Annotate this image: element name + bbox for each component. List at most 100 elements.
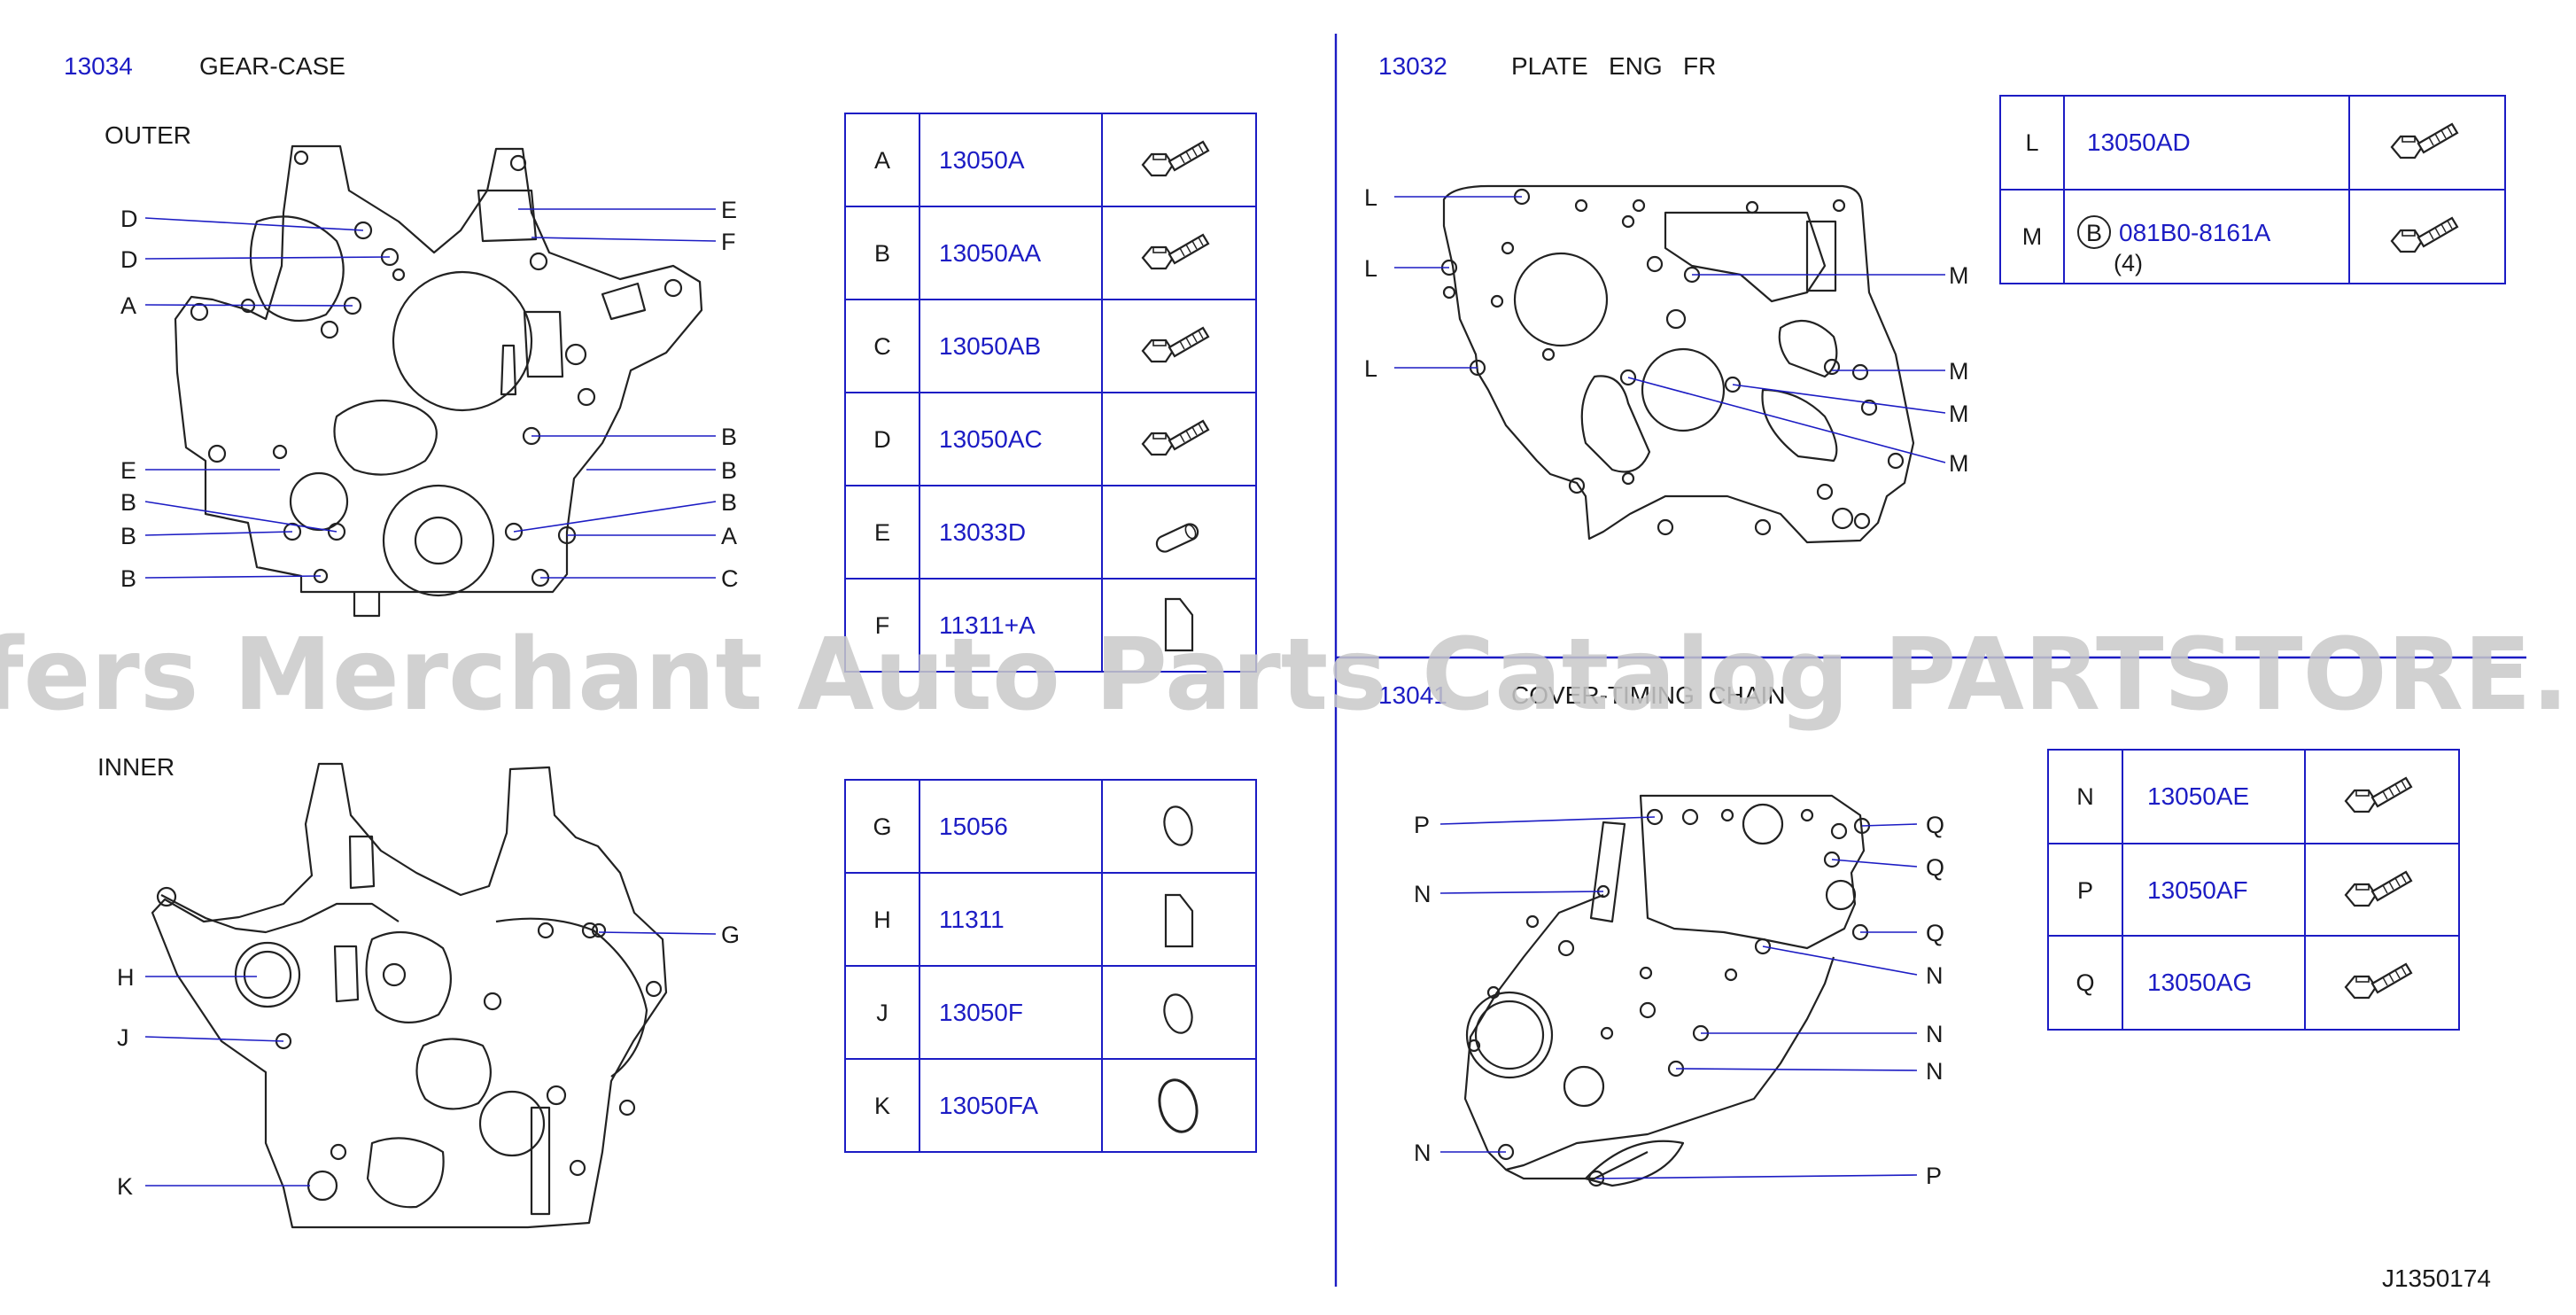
row-key: N <box>2076 783 2094 810</box>
standard-part-badge <box>2077 215 2111 249</box>
callout-label: M <box>1949 450 1969 477</box>
inner-seals-table: G 15056 H 11311 J 13050F K 13050FA <box>844 779 1257 1153</box>
part-number[interactable]: 13050A <box>939 146 1025 174</box>
part-number[interactable]: 11311+A <box>939 611 1036 639</box>
callout-label: P <box>1414 812 1430 838</box>
section-code-plate: 13032 <box>1378 52 1447 80</box>
callout-label: B <box>721 457 737 484</box>
diagram-id: J1350174 <box>2382 1264 2491 1292</box>
watermark-text: Offers Merchant Auto Parts Catalog PARTS… <box>0 618 2576 733</box>
row-key: L <box>2025 129 2038 156</box>
bolt-icon <box>2390 216 2459 253</box>
cover-timing-chain-drawing <box>1463 794 1871 1187</box>
outer-fasteners-table: A 13050A B 13050AA C 13050AB D 13050AC E… <box>844 113 1257 673</box>
row-key: D <box>873 426 891 453</box>
plate-callouts: L L L M M M M <box>1364 184 1969 477</box>
callout-label: B <box>120 565 136 592</box>
gear-case-outer-drawing <box>174 144 703 618</box>
callout-label: J <box>117 1024 129 1051</box>
part-number[interactable]: 15056 <box>939 813 1008 840</box>
row-key: H <box>873 906 891 933</box>
section-title-cover: COVER-TIMING CHAIN <box>1511 681 1786 709</box>
o-ring-icon <box>1159 802 1198 850</box>
callout-label: M <box>1949 358 1969 385</box>
callout-label: K <box>117 1173 133 1200</box>
callout-label: H <box>117 964 135 991</box>
part-number[interactable]: 13050AD <box>2087 128 2191 156</box>
bolt-icon <box>1141 326 1210 363</box>
o-ring-icon <box>1152 1074 1204 1138</box>
bolt-icon <box>2344 962 2413 1000</box>
callout-label: B <box>721 489 737 516</box>
callout-label: N <box>1414 1140 1432 1166</box>
cover-callouts: P N N Q Q Q N N N P <box>1414 812 1944 1189</box>
section-code-cover: 13041 <box>1378 681 1447 709</box>
outer-view-label: OUTER <box>105 121 191 149</box>
callout-label: N <box>1926 1021 1944 1047</box>
callout-label: G <box>721 922 740 948</box>
callout-label: E <box>120 457 136 484</box>
o-ring-icon <box>1159 990 1198 1038</box>
gear-case-inner-drawing <box>151 762 668 1229</box>
dowel-pin-icon <box>1155 522 1199 553</box>
quantity: (4) <box>2114 250 2143 276</box>
row-key: B <box>874 240 890 267</box>
callout-label: L <box>1364 255 1377 282</box>
bolt-icon <box>1141 140 1210 177</box>
callout-label: D <box>120 206 138 232</box>
row-key: F <box>875 612 890 639</box>
part-number[interactable]: 13050AC <box>939 425 1043 453</box>
part-number[interactable]: 13050AE <box>2147 782 2249 810</box>
row-key: K <box>874 1093 890 1119</box>
cover-fasteners-table: N 13050AE P 13050AF Q 13050AG <box>2047 749 2460 1031</box>
callout-label: Q <box>1926 854 1944 881</box>
callout-label: A <box>120 292 136 319</box>
section-title-gear-case: GEAR-CASE <box>199 52 345 80</box>
bolt-icon <box>2390 122 2459 160</box>
row-key: Q <box>2076 969 2094 996</box>
gear-case-outer-leaders <box>144 208 717 579</box>
part-number[interactable]: 13050AA <box>939 239 1042 267</box>
bolt-icon <box>2344 870 2413 907</box>
callout-label: Q <box>1926 920 1944 946</box>
part-number[interactable]: 13050AB <box>939 332 1041 360</box>
bolt-icon <box>2344 776 2413 813</box>
section-title-plate: PLATE ENG FR <box>1511 52 1716 80</box>
callout-label: N <box>1926 962 1944 989</box>
row-key: A <box>874 147 890 174</box>
callout-label: C <box>721 565 739 592</box>
part-number[interactable]: 13050AG <box>2147 969 2252 996</box>
gear-case-inner-callouts: H J K G <box>117 922 740 1200</box>
part-number[interactable]: 081B0-8161A <box>2119 219 2271 246</box>
bolt-icon <box>1141 419 1210 456</box>
callout-label: D <box>120 246 138 273</box>
row-key: C <box>873 333 891 360</box>
callout-label: P <box>1926 1163 1942 1189</box>
part-number[interactable]: 13050FA <box>939 1092 1038 1119</box>
row-key: M <box>2022 223 2043 250</box>
part-number[interactable]: 11311 <box>939 906 1005 933</box>
row-key: G <box>873 813 891 840</box>
callout-label: M <box>1949 262 1969 289</box>
callout-label: L <box>1364 184 1377 211</box>
plate-leaders <box>1394 196 1946 463</box>
gear-case-outer-callouts: D D A E B B B E F B B B A C <box>120 197 739 592</box>
callout-label: E <box>721 197 737 223</box>
row-key: P <box>2077 877 2093 904</box>
callout-label: L <box>1364 355 1377 382</box>
part-number[interactable]: 13033D <box>939 518 1026 546</box>
badge-letter: B <box>2086 220 2102 246</box>
inner-view-label: INNER <box>97 753 175 781</box>
part-number[interactable]: 13050AF <box>2147 876 2248 904</box>
plate-fasteners-table: L 13050AD M B 081B0-8161A (4) <box>1999 95 2506 284</box>
callout-label: F <box>721 229 736 255</box>
row-key: E <box>874 519 890 546</box>
gasket-icon <box>1164 893 1194 948</box>
callout-label: N <box>1926 1058 1944 1085</box>
callout-label: B <box>120 523 136 549</box>
section-code-gear-case: 13034 <box>64 52 133 80</box>
part-number[interactable]: 13050F <box>939 999 1023 1026</box>
callout-label: M <box>1949 401 1969 427</box>
callout-label: N <box>1414 881 1432 907</box>
